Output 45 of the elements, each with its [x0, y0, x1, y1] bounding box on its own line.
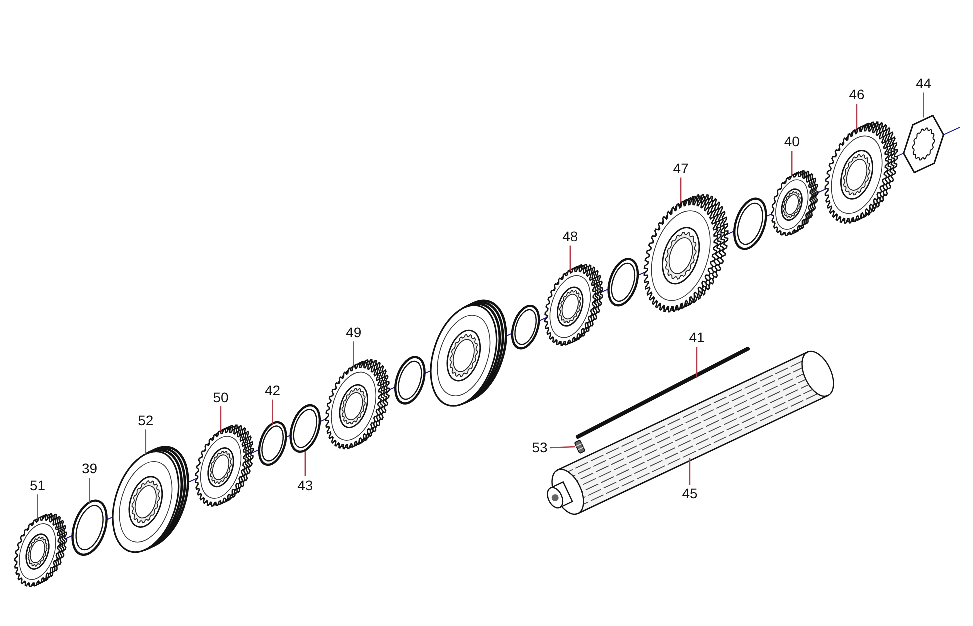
callout-number: 41 [689, 330, 705, 346]
leader-line [856, 104, 858, 130]
leader-line [89, 478, 90, 504]
gear-drawing [644, 194, 729, 313]
callout-number: 50 [213, 390, 229, 406]
leader-line [792, 151, 793, 176]
callout-number: 52 [138, 413, 154, 428]
callout-number: 46 [849, 88, 865, 103]
leader-line [353, 342, 354, 367]
callout-number: 48 [562, 229, 578, 244]
gear-drawing [824, 122, 898, 224]
leader-line [570, 246, 571, 271]
callout-number: 44 [916, 76, 932, 92]
ring-drawing [72, 500, 108, 556]
leader-line [272, 400, 274, 425]
callout-number: 43 [298, 478, 314, 494]
synchronizer-drawing [112, 446, 190, 554]
callout-number: 49 [346, 325, 362, 340]
callout-number: 53 [532, 440, 548, 456]
callout-number: 45 [682, 486, 698, 502]
ring-drawing [290, 404, 322, 453]
rod-drawing [576, 347, 750, 439]
leader-line [550, 446, 576, 449]
leader-line [680, 178, 682, 203]
leader-line [145, 430, 147, 455]
gear-drawing [14, 513, 68, 588]
gear-drawing [771, 170, 819, 236]
callout-number: 40 [784, 134, 800, 150]
leader-line [220, 406, 222, 432]
callout-number: 42 [265, 383, 281, 398]
leader-line [304, 452, 306, 477]
callout-number: 51 [30, 478, 46, 494]
callout-number: 39 [82, 462, 98, 477]
callout-number: 47 [673, 161, 689, 176]
gear-drawing [325, 359, 390, 450]
gear-drawing [195, 424, 254, 507]
shaft-drawing [547, 350, 834, 516]
ring-drawing [258, 421, 288, 466]
leader-line [696, 347, 698, 378]
gear-drawing [544, 264, 604, 346]
leader-line [37, 494, 38, 520]
pin-drawing [574, 440, 586, 454]
leader-line [689, 458, 691, 485]
nut-drawing [903, 114, 945, 174]
leader-line [923, 92, 924, 118]
